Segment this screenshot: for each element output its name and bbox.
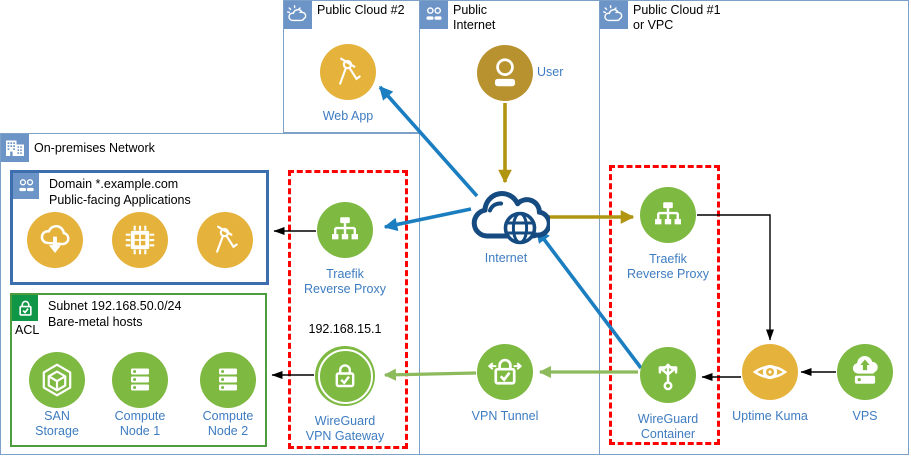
lock-icon bbox=[18, 300, 32, 316]
internet-cloud-icon bbox=[471, 191, 550, 245]
lock-tunnel-icon bbox=[488, 358, 522, 385]
user-label: User bbox=[537, 65, 564, 79]
vpn-tunnel-label: VPN Tunnel bbox=[471, 409, 539, 423]
cloud-sun-icon bbox=[603, 5, 623, 22]
traefik-reverse-proxy-onprem-node: Traefik Reverse Proxy bbox=[297, 202, 393, 297]
building-icon bbox=[1, 134, 29, 162]
uptime-kuma-label: Uptime Kuma bbox=[732, 409, 808, 423]
docker-host-boundary-onprem bbox=[288, 170, 408, 449]
people-icon bbox=[18, 178, 34, 191]
compass-icon bbox=[216, 225, 238, 253]
uptime-kuma-node: Uptime Kuma bbox=[722, 344, 818, 424]
traefik-circle bbox=[640, 187, 696, 243]
acl-label: ACL bbox=[15, 323, 40, 337]
storage-cube-icon bbox=[42, 363, 72, 397]
container-label: Public Internet bbox=[453, 3, 496, 32]
vpn-tunnel-circle bbox=[477, 344, 533, 400]
cloud-server-icon bbox=[852, 355, 878, 384]
vps-circle bbox=[837, 344, 893, 400]
wireguard-container-node: WireGuard Container bbox=[620, 347, 716, 442]
web-app-circle bbox=[320, 44, 376, 100]
web-app-label: Web App bbox=[322, 109, 374, 123]
cloud-sun-icon bbox=[284, 1, 312, 29]
uptime-kuma-circle bbox=[742, 344, 798, 400]
vps-node: VPS bbox=[820, 344, 910, 424]
group-domain-public-apps: Domain *.example.com Public-facing Appli… bbox=[10, 170, 269, 285]
building-icon bbox=[6, 140, 24, 156]
load-balancer-icon bbox=[655, 202, 681, 225]
people-icon bbox=[420, 1, 448, 29]
internet-label: Internet bbox=[484, 251, 528, 265]
wireguard-gateway-label: WireGuard VPN Gateway bbox=[305, 414, 385, 443]
user-icon bbox=[494, 58, 516, 87]
app-cloud-download-node bbox=[27, 212, 83, 268]
compass-icon bbox=[339, 57, 361, 85]
wireguard-container-label: WireGuard Container bbox=[637, 412, 699, 441]
group-subnet-bare-metal: ACL Subnet 192.168.50.0/24 Bare-metal ho… bbox=[10, 293, 267, 447]
wireguard-container-circle bbox=[640, 347, 696, 403]
chip-icon bbox=[125, 225, 155, 255]
wireguard-gateway-circle bbox=[315, 346, 375, 406]
load-balancer-icon bbox=[332, 217, 358, 240]
container-label: Public Cloud #2 bbox=[317, 3, 405, 17]
cloud-download-icon bbox=[40, 225, 70, 254]
san-storage-node bbox=[29, 352, 85, 408]
compute-node-1-node bbox=[112, 352, 168, 408]
compute-node-2-label: Compute Node 2 bbox=[202, 409, 254, 438]
container-public-cloud-2: Public Cloud #2 bbox=[283, 0, 420, 133]
wireguard-vpn-gateway-node: 192.168.15.1 WireGuard VPN Gateway bbox=[296, 322, 394, 444]
app-compass-node bbox=[197, 212, 253, 268]
compute-node-1-label: Compute Node 1 bbox=[114, 409, 166, 438]
vps-label: VPS bbox=[852, 409, 878, 423]
app-chip-node bbox=[112, 212, 168, 268]
wireguard-gateway-ip: 192.168.15.1 bbox=[308, 322, 382, 336]
domain-title: Domain *.example.com Public-facing Appli… bbox=[49, 177, 191, 207]
internet-node: Internet bbox=[462, 183, 550, 266]
container-label: On-premises Network bbox=[34, 141, 155, 155]
traefik-onprem-label: Traefik Reverse Proxy bbox=[304, 267, 386, 296]
server-stack-icon bbox=[219, 368, 237, 391]
traefik-circle bbox=[317, 202, 373, 258]
people-icon bbox=[426, 7, 442, 20]
subnet-title: Subnet 192.168.50.0/24 Bare-metal hosts bbox=[48, 299, 182, 329]
san-storage-label: SAN Storage bbox=[35, 409, 79, 438]
eye-icon bbox=[752, 364, 788, 380]
user-node bbox=[477, 45, 533, 101]
people-icon bbox=[13, 173, 39, 199]
vpn-tunnel-node: VPN Tunnel bbox=[457, 344, 553, 424]
cloud-sun-icon bbox=[600, 1, 628, 29]
container-label: Public Cloud #1 or VPC bbox=[633, 3, 721, 32]
user-circle bbox=[477, 45, 533, 101]
branching-arrows-icon bbox=[658, 363, 678, 391]
traefik-reverse-proxy-cloud-node: Traefik Reverse Proxy bbox=[620, 187, 716, 282]
lock-check-icon bbox=[335, 364, 355, 388]
cloud-sun-icon bbox=[287, 5, 307, 22]
lock-icon bbox=[12, 295, 38, 321]
traefik-cloud-label: Traefik Reverse Proxy bbox=[627, 252, 709, 281]
server-stack-icon bbox=[131, 368, 149, 391]
compute-node-2-node bbox=[200, 352, 256, 408]
web-app-node: Web App bbox=[300, 44, 396, 124]
